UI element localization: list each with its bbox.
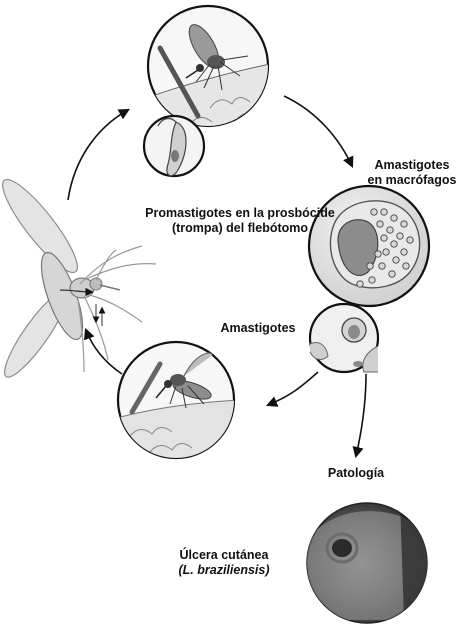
promastigote-inset xyxy=(144,116,204,176)
label-ulcer: Úlcera cutánea (L. braziliensis) xyxy=(168,548,280,578)
arrow-top-to-macrophages xyxy=(284,96,352,166)
ulcer-lesion xyxy=(332,539,352,557)
label-amastigotes: Amastigotes xyxy=(212,321,304,336)
label-pathology: Patología xyxy=(318,466,394,481)
label-promastigotes: Promastigotes en la prosbócide (trompa) … xyxy=(120,206,360,236)
arrow-cell-to-bottom-bite xyxy=(268,372,318,405)
label-pathology-text: Patología xyxy=(318,466,394,481)
label-amastigotes-text: Amastigotes xyxy=(212,321,304,336)
label-ulcer-species: (L. braziliensis) xyxy=(168,563,280,578)
arrow-bottom-bite-to-sandfly xyxy=(86,330,122,374)
label-promastigotes-line1: Promastigotes en la prosbócide xyxy=(120,206,360,221)
amastigote-circle xyxy=(310,304,378,372)
ulcer-photo xyxy=(306,500,428,623)
label-amastigotes-macrophages-line2: en macrófagos xyxy=(360,173,464,188)
macrophage-circle xyxy=(309,186,429,306)
bottom-bite-circle xyxy=(110,342,244,470)
label-amastigotes-macrophages: Amastigotes en macrófagos xyxy=(360,158,464,188)
label-ulcer-line1: Úlcera cutánea xyxy=(168,548,280,563)
label-amastigotes-macrophages-line1: Amastigotes xyxy=(360,158,464,173)
arrow-sandfly-to-top xyxy=(68,110,128,200)
arrow-to-pathology xyxy=(356,374,366,456)
label-promastigotes-line2: (trompa) del flebótomo xyxy=(120,221,360,236)
sandfly-illustration xyxy=(0,172,156,384)
